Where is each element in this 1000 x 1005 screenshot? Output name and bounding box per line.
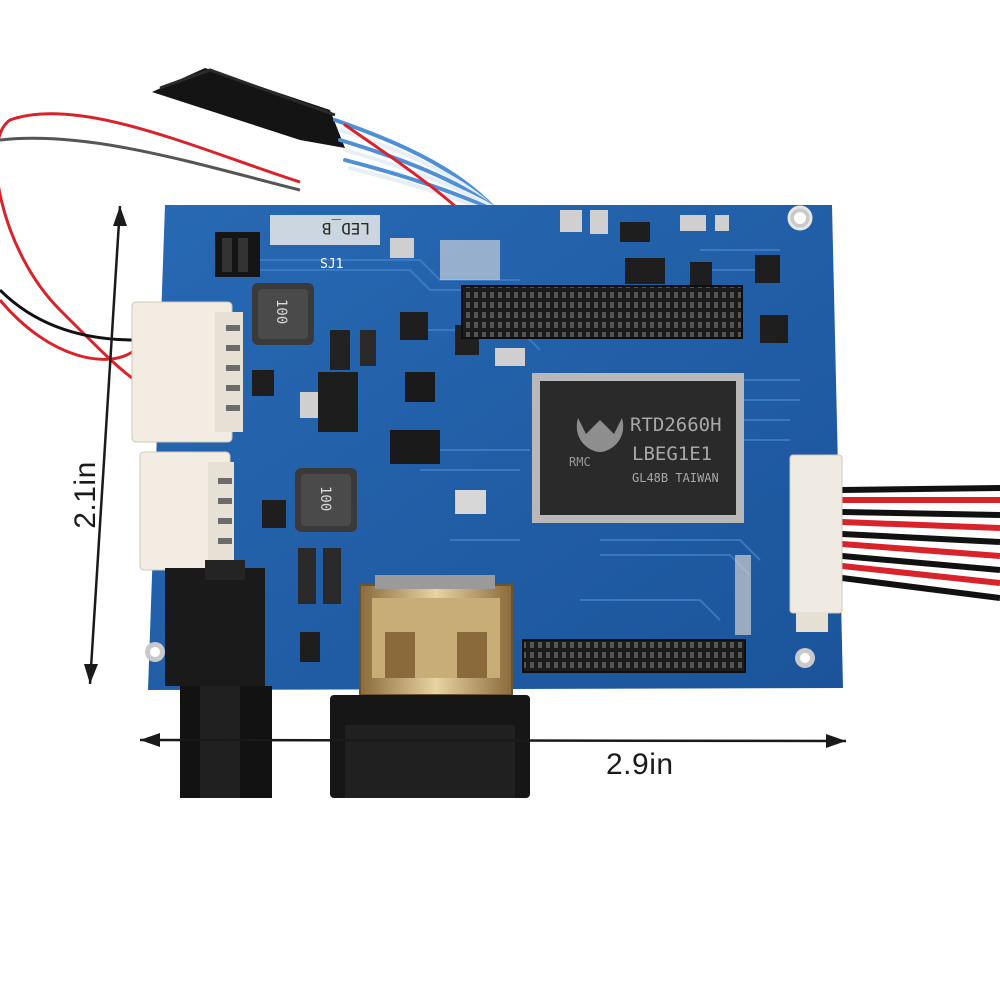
height-dimension-label: 2.1in <box>68 461 102 529</box>
crystal <box>456 490 486 514</box>
svg-text:RTD2660H: RTD2660H <box>630 414 722 436</box>
svg-text:GL48B TAIWAN: GL48B TAIWAN <box>632 471 719 485</box>
svg-text:SJ1: SJ1 <box>320 257 343 272</box>
svg-text:100: 100 <box>317 486 333 511</box>
svg-text:100: 100 <box>273 299 289 324</box>
right-connector <box>789 454 843 632</box>
lvds-pin-header <box>461 285 743 339</box>
svg-text:RMC: RMC <box>569 455 591 469</box>
realtek-logo-icon: RMC <box>569 418 624 469</box>
height-dimension-arrow <box>84 205 127 685</box>
ribbon-cable-sleeve <box>152 68 345 148</box>
bottom-pin-header <box>522 639 746 673</box>
silkscreen-sj1: LED_B SJ1 <box>270 215 380 272</box>
inductor-top: 100 <box>252 283 314 345</box>
left-connector-bottom <box>139 451 234 571</box>
jumper-header <box>215 232 260 277</box>
left-connector-top <box>131 301 243 443</box>
svg-text:LBEG1E1: LBEG1E1 <box>632 443 712 465</box>
power-wires <box>0 112 301 382</box>
width-dimension-arrow <box>139 733 847 748</box>
inductor-bottom: 100 <box>295 468 357 532</box>
right-lvds-wires <box>841 485 1000 601</box>
dc-jack <box>165 560 272 798</box>
hdmi-connector <box>330 575 530 798</box>
width-dimension-label: 2.9in <box>606 748 674 781</box>
svg-text:LED_B: LED_B <box>322 219 370 238</box>
main-chip: RMC RTD2660H LBEG1E1 GL48B TAIWAN <box>532 373 744 523</box>
